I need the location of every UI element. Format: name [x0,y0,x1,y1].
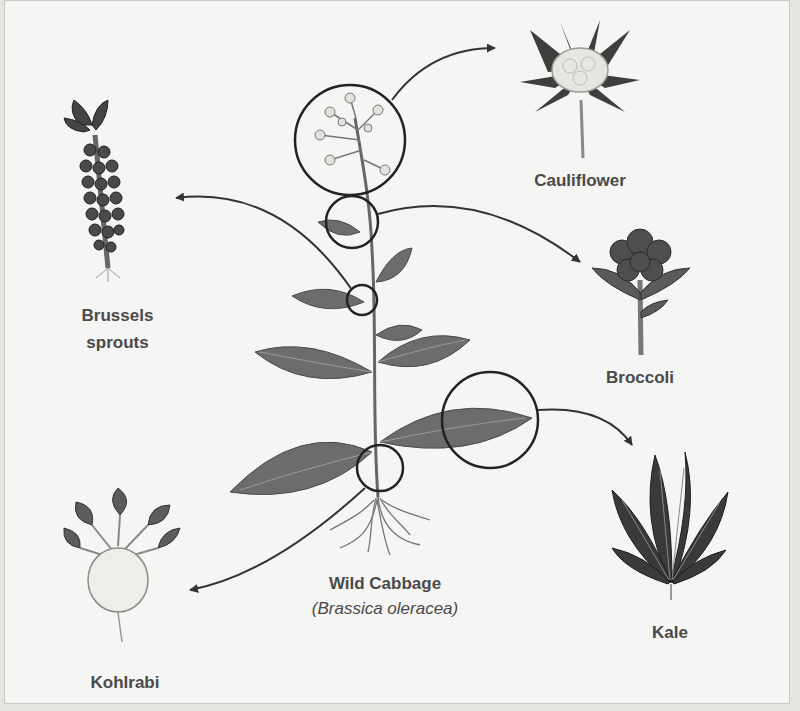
vegetable-node: Cauliflower [495,20,665,198]
wild-cabbage-node: Wild Cabbage(Brassica oleracea) [225,90,545,625]
kale-picture [612,452,728,600]
species-name: (Brassica oleracea) [312,597,458,621]
vegetable-label: Kale [652,620,688,646]
broccoli-picture [592,229,690,355]
vegetable-node: Broccoli [580,225,700,395]
vegetable-label: Cauliflower [534,168,626,194]
vegetable-label: Wild Cabbage [329,571,441,597]
vegetable-node: Brussels sprouts [59,115,176,360]
vegetable-node: Kale [605,445,735,650]
wild-cabbage-plant [230,85,538,555]
kohlrabi-picture [64,488,180,642]
vegetable-label: Brussels sprouts [63,303,172,356]
arrow-connector [392,48,495,100]
arrow-connector [176,197,352,290]
cauliflower-picture [520,20,640,158]
vegetable-node: Kohlrabi [60,495,190,700]
arrow-connector [538,409,632,445]
arrow-connector [378,206,580,262]
vegetable-label: Broccoli [606,365,674,391]
brussels-sprouts-picture [64,100,124,282]
vegetable-label: Kohlrabi [91,670,160,696]
